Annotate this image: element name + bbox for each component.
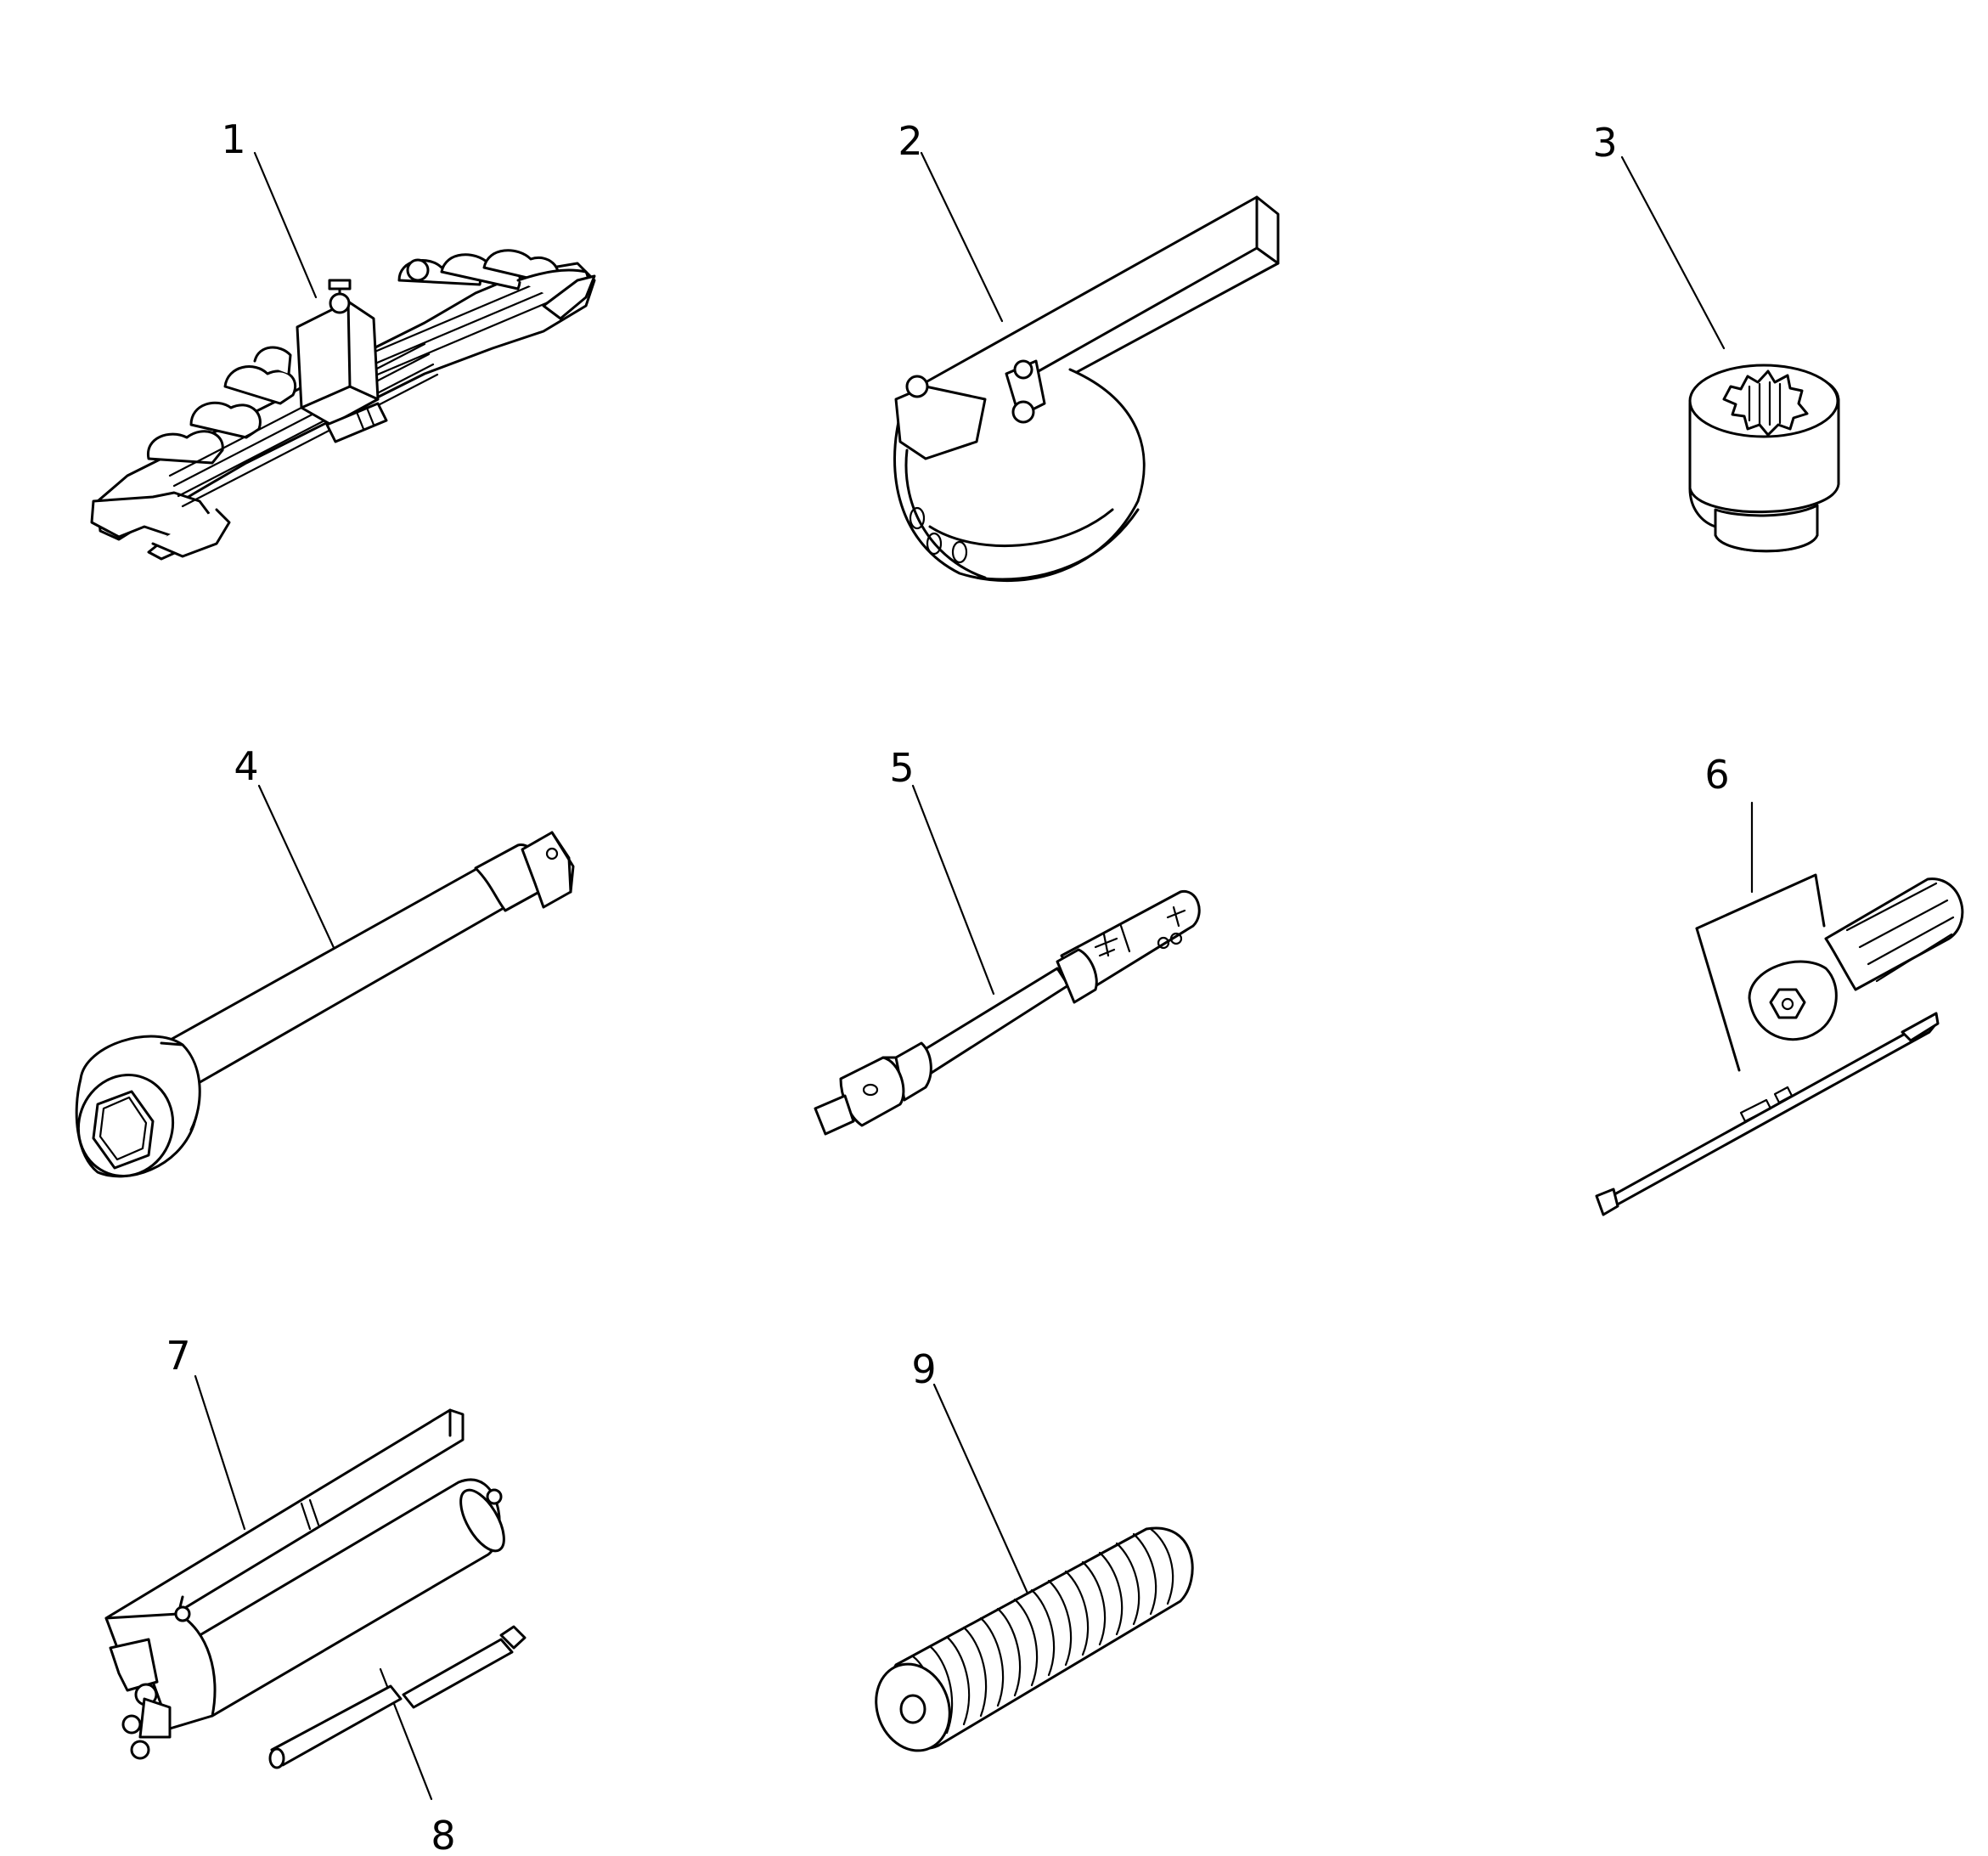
callout-4: 4 [234,743,258,789]
callout-1: 1 [221,116,245,162]
callout-7: 7 [166,1333,190,1379]
callout-5: 5 [889,745,914,791]
part-3-socket [1620,155,1840,553]
part-8-grease-gun-nozzle [268,1625,527,1801]
part-1-wrench-set [90,151,596,561]
callout-3: 3 [1592,120,1617,166]
part-7-grease-gun [104,1374,505,1760]
part-2-filter-wrench [893,151,1280,583]
part-5-socket-handle [814,784,1201,1136]
callout-8: 8 [431,1813,455,1856]
part-6-screwdriver [1595,801,1964,1216]
callout-9: 9 [911,1346,936,1392]
callout-2: 2 [898,118,922,164]
callout-6: 6 [1704,752,1729,798]
callout-labels: 1 2 3 4 5 6 7 8 9 [166,116,1729,1856]
part-9-grease-cartridge [875,1383,1194,1752]
part-4-extension-bar [75,784,575,1178]
